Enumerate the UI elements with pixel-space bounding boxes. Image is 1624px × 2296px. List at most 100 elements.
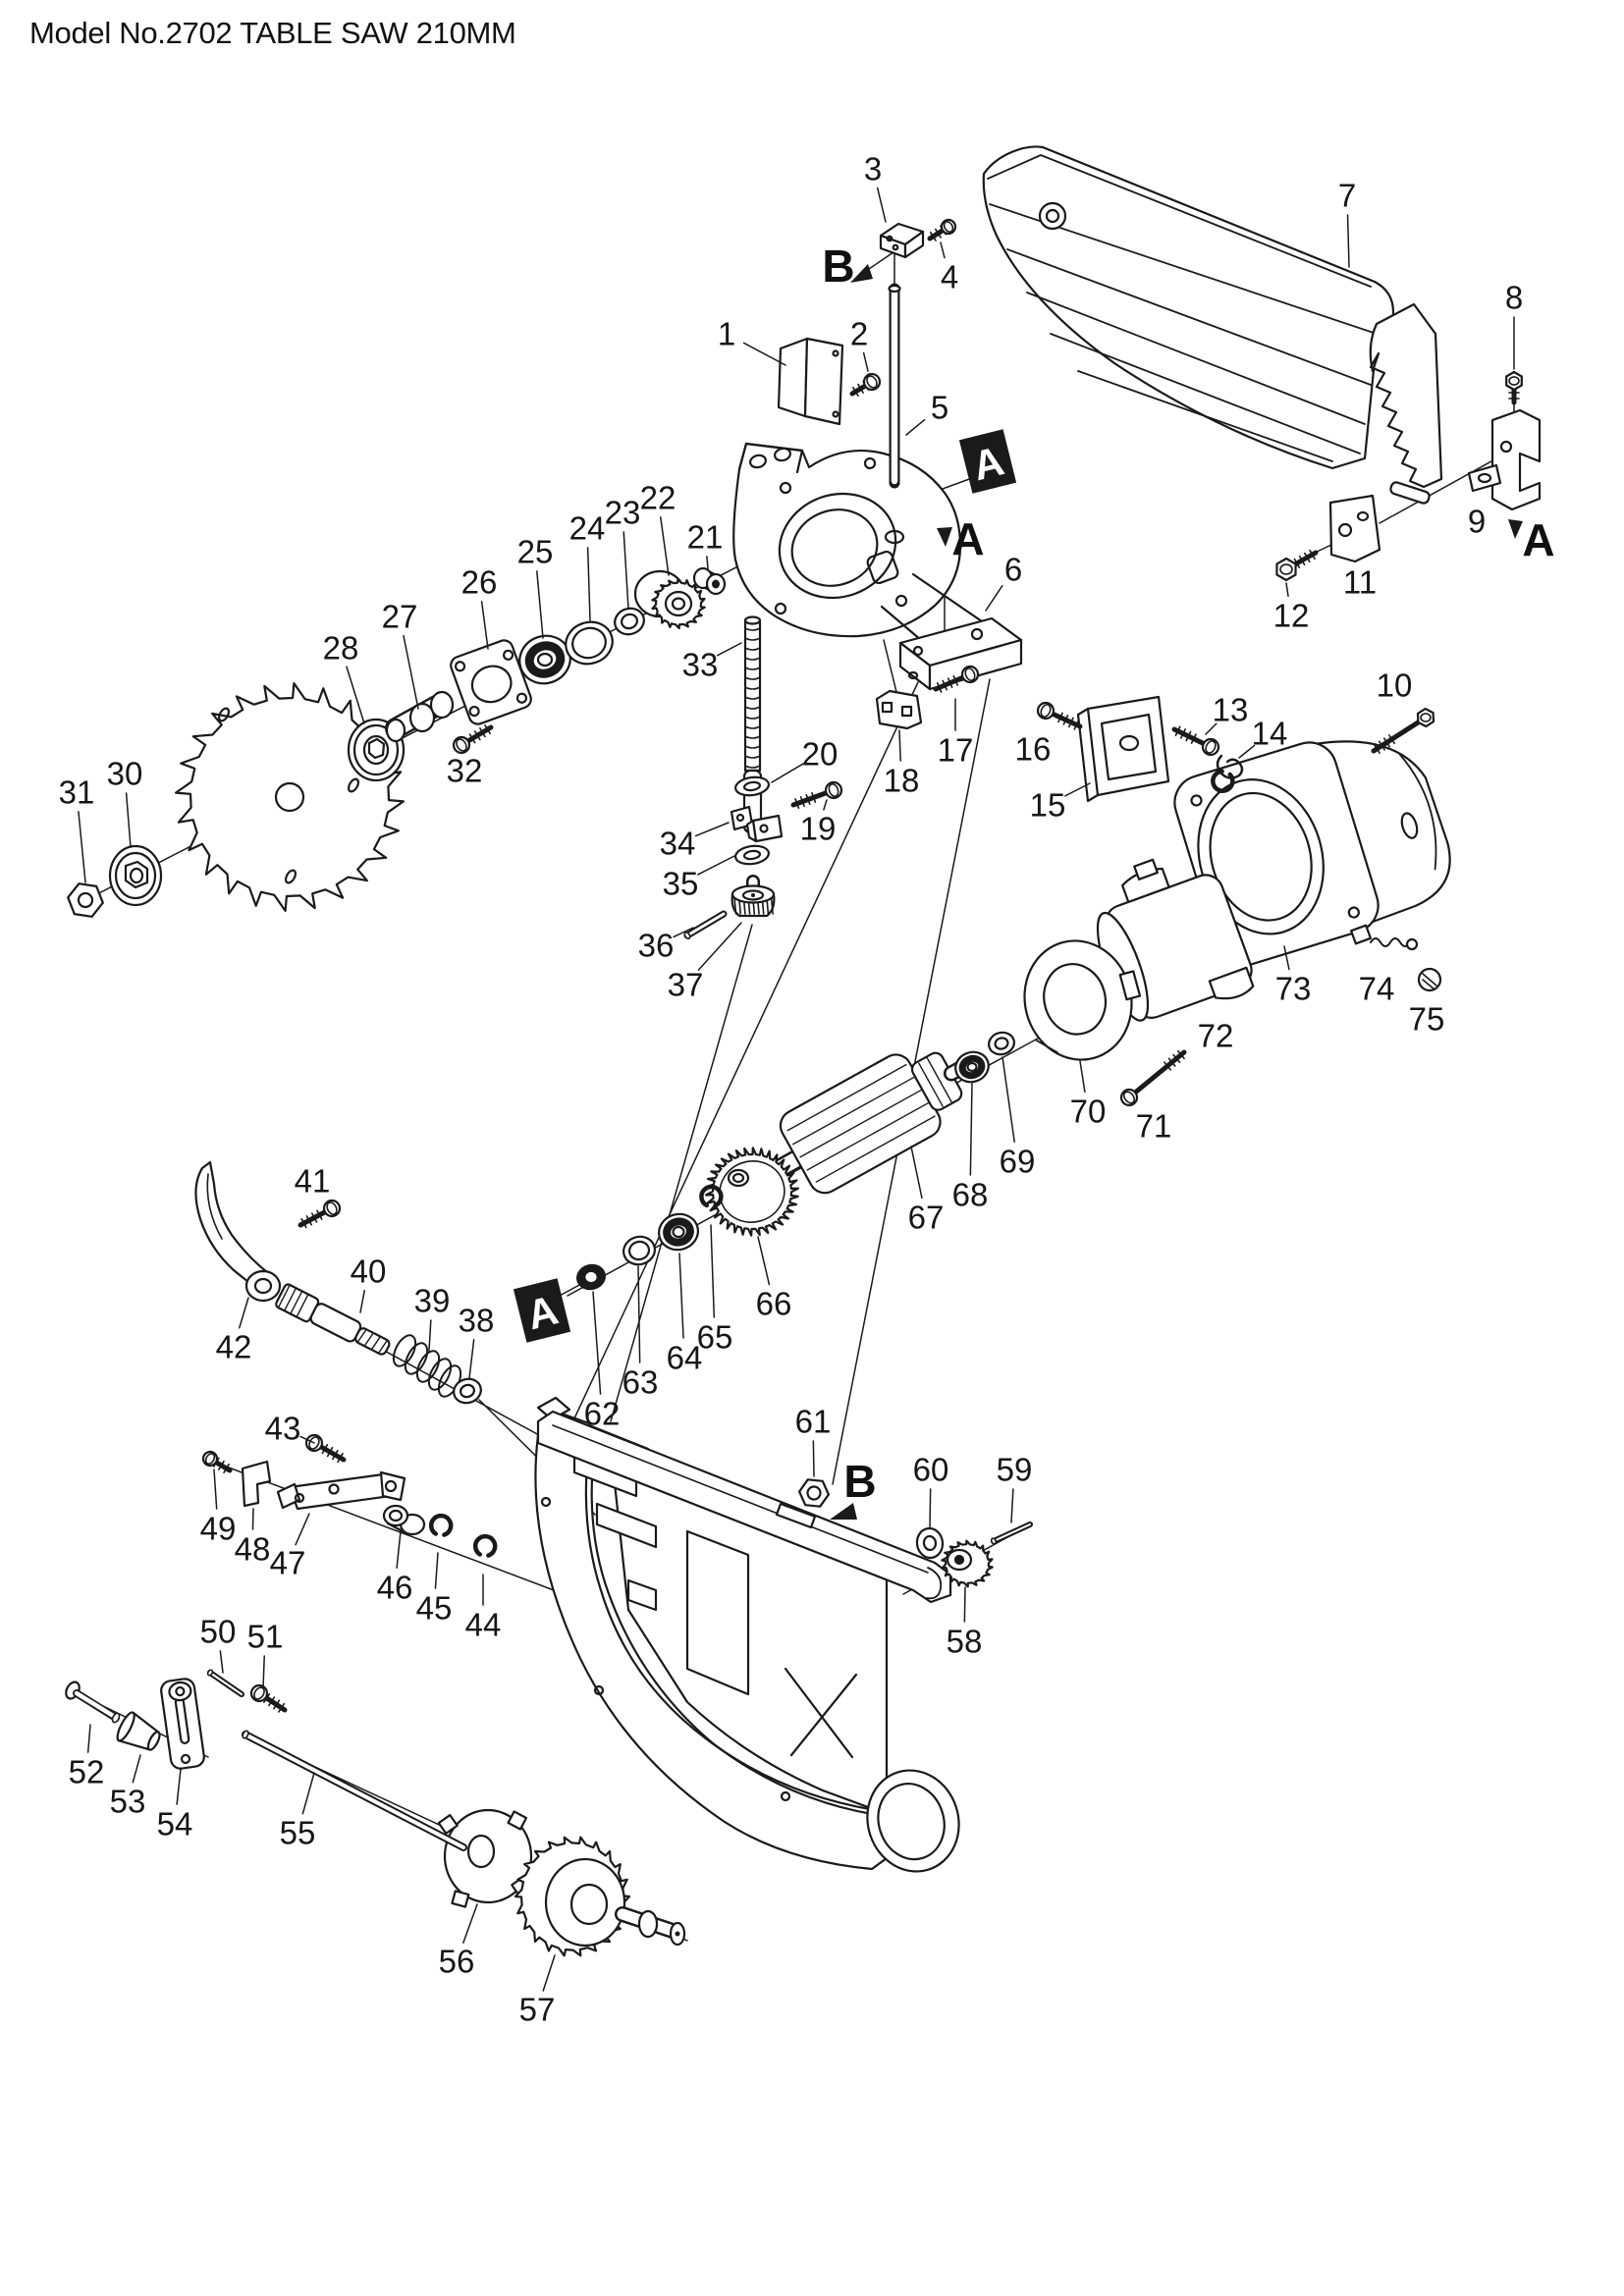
blade-cavity-inner-arc [584, 1441, 891, 1814]
screw-32 [452, 723, 494, 755]
part-label-67: 67 [908, 1200, 945, 1236]
leader-line [1205, 722, 1218, 735]
part-label-37: 37 [668, 967, 704, 1003]
screw-17 [933, 665, 980, 693]
bearing-retainer-26 [450, 639, 532, 725]
pin-59 [990, 1522, 1033, 1545]
part-label-21: 21 [687, 519, 724, 556]
section-marker-a: A [958, 429, 1017, 494]
part-label-11: 11 [1343, 564, 1377, 601]
part-label-72: 72 [1198, 1018, 1234, 1054]
part-label-66: 66 [756, 1286, 792, 1322]
mount-foot [898, 616, 1023, 691]
lock-shaft-40 [275, 1283, 391, 1356]
leader-line [876, 187, 887, 223]
leader-line [771, 763, 804, 783]
base-panel-window [685, 1529, 750, 1696]
leader-line [480, 601, 489, 650]
bevel-lock-lever-assembly [194, 1160, 462, 1398]
leader-line [678, 1253, 684, 1339]
long-screw-71 [1119, 1049, 1187, 1107]
leader-line [757, 1236, 771, 1286]
leader-line [132, 1754, 141, 1784]
part-label-49: 49 [200, 1511, 237, 1547]
part-label-47: 47 [270, 1545, 306, 1581]
leader-line [940, 241, 946, 259]
part-label-74: 74 [1359, 971, 1395, 1007]
leader-line [125, 792, 132, 848]
leader-line [898, 729, 901, 762]
leader-line [812, 1440, 815, 1477]
leader-line [716, 642, 742, 657]
part-label-19: 19 [800, 811, 837, 847]
cone-bushing-53 [116, 1711, 161, 1751]
ring-63 [623, 1235, 656, 1266]
anti-kickback-pawl [1369, 302, 1443, 489]
washer-69 [988, 1031, 1015, 1056]
elevation-screw-assembly [730, 615, 784, 918]
part-label-38: 38 [459, 1303, 495, 1339]
base-frame [534, 1396, 960, 1873]
part-label-56: 56 [439, 1944, 475, 1980]
clamp-block-3 [879, 222, 925, 259]
section-marker-a: A [1508, 514, 1555, 565]
base-boss-2 [595, 1502, 658, 1549]
leader-line [623, 531, 629, 610]
motor-assembly [576, 695, 1451, 1291]
part-label-75: 75 [1409, 1001, 1445, 1038]
elevation-screw-33 [742, 615, 763, 834]
leader-line [434, 1552, 439, 1589]
leader-line [660, 516, 670, 576]
leader-line [301, 1772, 315, 1815]
leader-line [1010, 1488, 1014, 1523]
part-label-39: 39 [414, 1283, 451, 1319]
leader-line [468, 1339, 475, 1379]
flat-washer-35 [734, 844, 770, 866]
leader-line [213, 1468, 218, 1510]
bearing-64 [658, 1212, 699, 1252]
leader-line [428, 1319, 432, 1352]
part-label-2: 2 [850, 316, 868, 352]
clip-14 [1216, 754, 1244, 779]
spindle-27 [385, 690, 455, 743]
leader-line [1064, 782, 1091, 797]
part-label-27: 27 [382, 599, 418, 635]
screw-13 [1171, 725, 1220, 757]
screw-41 [298, 1199, 342, 1229]
leader-line [710, 1224, 716, 1318]
small-hardware [65, 218, 1523, 1851]
bushing-46 [382, 1504, 426, 1536]
leader-line [1283, 945, 1290, 971]
part-label-53: 53 [110, 1784, 146, 1820]
cover-plate-1 [777, 337, 844, 426]
leader-line [963, 1586, 966, 1623]
cam-plate-56 [437, 1808, 533, 1908]
leader-line [742, 342, 786, 366]
leader-line [985, 584, 1003, 612]
pin-36 [683, 910, 728, 940]
part-label-23: 23 [605, 495, 641, 531]
part-label-13: 13 [1213, 692, 1249, 728]
leader-line [697, 922, 742, 971]
washer-23 [614, 607, 645, 636]
leader-line [219, 1650, 224, 1674]
rubber-washer-62 [576, 1263, 606, 1291]
leader-line [1079, 1060, 1086, 1093]
riving-knife-bracket [1490, 408, 1542, 511]
part-label-3: 3 [864, 151, 882, 187]
hex-nut-61 [798, 1478, 830, 1508]
part-label-63: 63 [623, 1364, 659, 1401]
screw-49 [201, 1450, 233, 1474]
leader-line [251, 1508, 254, 1530]
leader-line [697, 855, 735, 876]
part-label-40: 40 [351, 1254, 387, 1290]
c-ring-65 [699, 1184, 724, 1208]
leader-line [637, 1265, 641, 1363]
rail-notch [775, 1502, 817, 1529]
svg-text:B: B [843, 1456, 876, 1507]
guard-shell [982, 145, 1395, 470]
page-title: Model No.2702 TABLE SAW 210MM [29, 16, 516, 50]
part-label-54: 54 [157, 1806, 193, 1842]
screw-4 [927, 218, 957, 241]
hex-bolt-12 [1275, 549, 1319, 582]
